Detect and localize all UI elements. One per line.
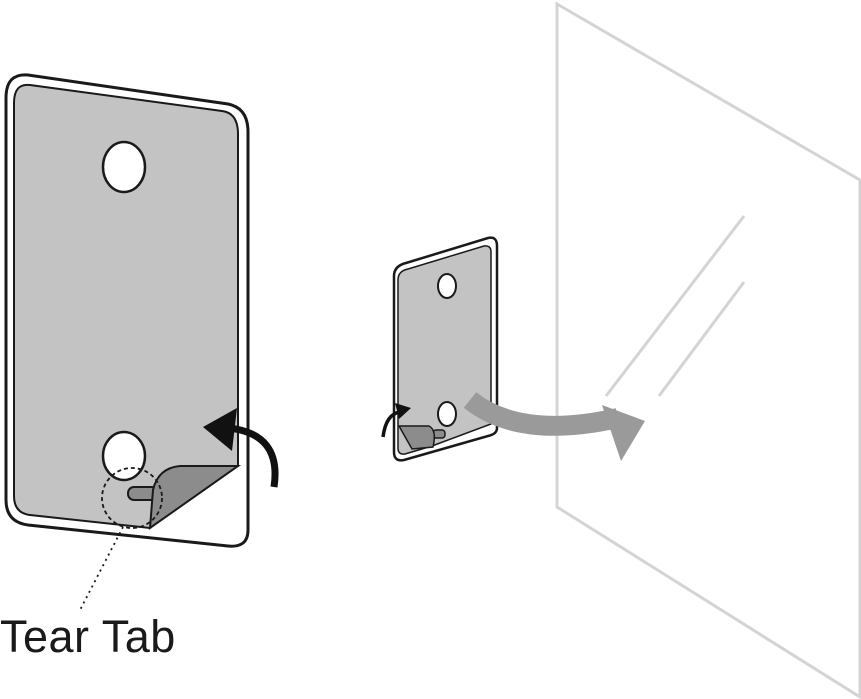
curved-arrow-icon [463,391,645,461]
wall-glare-line [604,215,746,397]
adhesive-backing [397,245,492,455]
wall-panel [555,1,861,699]
screw-hole [437,401,457,427]
tear-tab-label: Tear Tab [0,611,176,662]
curved-arrow-icon [381,403,411,438]
screw-hole [437,273,457,299]
peeled-flap [397,425,436,450]
screw-hole [101,430,147,482]
peeled-flap [148,465,242,531]
leader-line [78,526,124,613]
screw-hole [101,140,147,194]
curved-arrow-icon [203,408,279,488]
adhesive-backing [13,83,239,530]
tear-tab-highlight [101,467,163,529]
mounting-plate-small [392,236,499,462]
wall [555,1,861,699]
mounting-plate-large [4,73,250,613]
wall-glare-line [657,281,746,397]
